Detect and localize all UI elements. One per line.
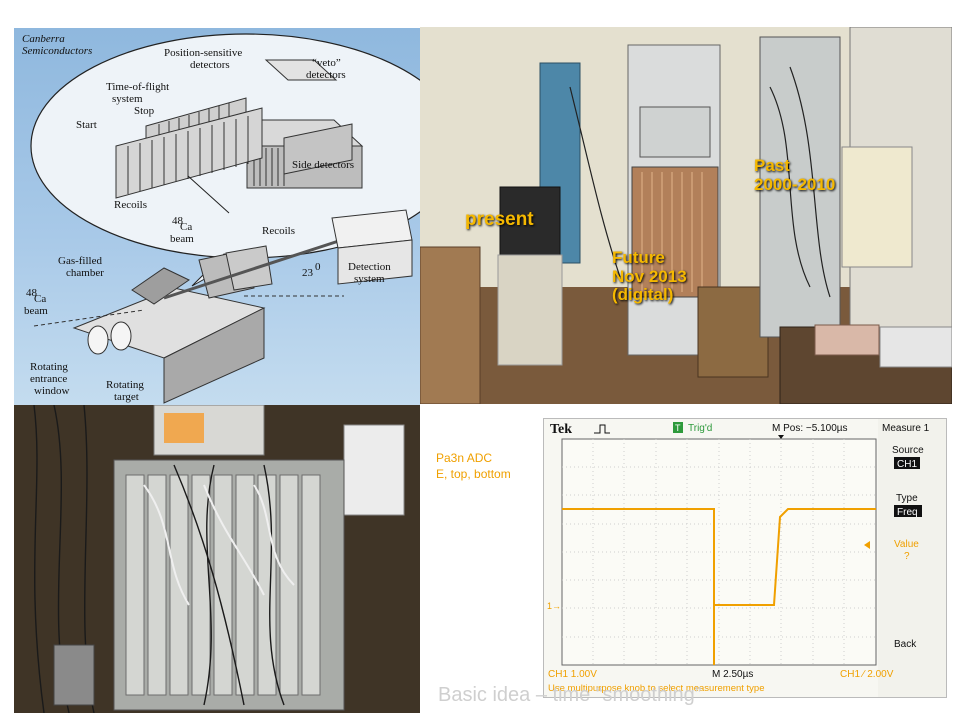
- recoils-lower-label: Recoils: [262, 225, 295, 237]
- source-value[interactable]: CH1: [897, 459, 917, 470]
- ca-beam-left-sup: 48: [26, 287, 38, 299]
- type-label[interactable]: Type: [896, 493, 918, 504]
- trig-badge-box: [673, 422, 683, 433]
- future-callout-line2: Nov 2013: [612, 266, 687, 286]
- start-detector-shape: [115, 107, 263, 199]
- electronics-room-photo: Past 2000-2010 present Future Nov 2013 (…: [420, 27, 952, 404]
- source-label[interactable]: Source: [892, 445, 924, 456]
- veto-detector-shape: [264, 59, 338, 81]
- adc-note-line2: E, top, bottom: [436, 467, 511, 482]
- adc-note: Pa3n ADC E, top, bottom: [436, 450, 511, 482]
- psd-label-line1: Position-sensitive: [164, 47, 242, 59]
- trig-status: Trig'd: [688, 423, 712, 434]
- value-value: ?: [904, 551, 910, 562]
- future-callout: Future Nov 2013 (digital): [612, 248, 687, 305]
- recoils-upper-label: Recoils: [114, 199, 147, 211]
- start-label: Start: [76, 119, 97, 131]
- separator-body: [33, 209, 413, 404]
- recoils-arrow: [187, 175, 230, 214]
- room-photo-illustration: [420, 27, 952, 404]
- scope-brand: Tek: [550, 422, 572, 437]
- trig-badge: T: [675, 423, 681, 433]
- rotating-target-line2: target: [114, 391, 139, 403]
- back-button[interactable]: Back: [894, 639, 917, 650]
- veto-label-line1: “veto”: [312, 57, 341, 69]
- ca-beam-left-word: beam: [24, 305, 48, 317]
- stop-label: Stop: [134, 105, 155, 117]
- brand-line2: Semiconductors: [22, 45, 92, 57]
- measure-menu[interactable]: Measure 1 Source CH1 Type Freq Value ? B…: [878, 419, 946, 697]
- scope-display: Tek T Trig'd M Pos: −5.100µs 1→: [547, 419, 946, 697]
- value-label: Value: [894, 539, 919, 550]
- adc-crate-photo: [14, 405, 420, 713]
- brand-line1: Canberra: [22, 33, 65, 45]
- adc-note-line1: Pa3n ADC: [436, 451, 493, 465]
- rotating-window-line2: entrance: [30, 373, 67, 385]
- rotating-window-line1: Rotating: [30, 361, 68, 373]
- present-callout: present: [465, 209, 534, 230]
- veto-label-line2: detectors: [306, 69, 346, 81]
- type-value-box[interactable]: [894, 505, 922, 517]
- scope-graticule: [561, 438, 877, 666]
- type-value[interactable]: Freq: [897, 507, 918, 518]
- source-value-box[interactable]: [894, 457, 920, 469]
- detection-system-line1: Detection: [348, 261, 391, 273]
- ca-beam-top-el: Ca: [180, 221, 192, 233]
- rotating-target-line1: Rotating: [106, 379, 144, 391]
- crate-photo-illustration: [14, 405, 420, 713]
- angle-sup: 0: [315, 261, 321, 273]
- trace-segment-high: [562, 508, 715, 665]
- separator-diagram-panel: Canberra Semiconductors Position-sensiti…: [14, 28, 420, 405]
- oscilloscope-screen: Tek T Trig'd M Pos: −5.100µs 1→: [543, 418, 947, 698]
- rotating-window-line3: window: [34, 385, 70, 397]
- past-callout-line1: Past: [754, 156, 790, 175]
- trigger-position-marker-icon: [778, 435, 784, 439]
- tof-label-line2: system: [112, 93, 143, 105]
- tof-label-line1: Time-of-flight: [106, 81, 169, 93]
- time-scale: M 2.50µs: [712, 669, 753, 680]
- separator-diagram: Canberra Semiconductors Position-sensiti…: [22, 33, 420, 404]
- gas-chamber-line2: chamber: [66, 267, 104, 279]
- ca-beam-top-word: beam: [170, 233, 194, 245]
- psd-label-line2: detectors: [190, 59, 230, 71]
- past-callout: Past 2000-2010: [754, 156, 836, 194]
- trigger-setting: CH1 ∕ 2.00V: [840, 669, 894, 680]
- angle-label: 23: [302, 267, 314, 279]
- gas-chamber-line1: Gas-filled: [58, 255, 102, 267]
- measure-menu-title: Measure 1: [882, 423, 930, 434]
- m-pos-readout: M Pos: −5.100µs: [772, 423, 848, 434]
- past-callout-line2: 2000-2010: [754, 174, 836, 194]
- future-callout-line3: (digital): [612, 285, 674, 305]
- ch1-ground-marker: 1→: [547, 601, 561, 611]
- ca-beam-left-el: Ca: [34, 293, 46, 305]
- future-callout-line1: Future: [612, 248, 665, 267]
- side-detectors-label: Side detectors: [292, 159, 354, 171]
- trace-segment-pulse: [714, 508, 876, 606]
- side-detector-shape: [283, 123, 353, 175]
- slide-footer: Basic idea – time “smoothing”: [438, 684, 702, 706]
- ch1-scale: CH1 1.00V: [548, 669, 597, 680]
- trigger-edge-icon: [594, 424, 610, 434]
- trigger-level-marker-icon: [864, 541, 870, 549]
- detection-system-line2: system: [354, 273, 385, 285]
- ca-beam-top-sup: 48: [172, 215, 184, 227]
- help-text: Use multipurpose knob to select measurem…: [548, 683, 765, 694]
